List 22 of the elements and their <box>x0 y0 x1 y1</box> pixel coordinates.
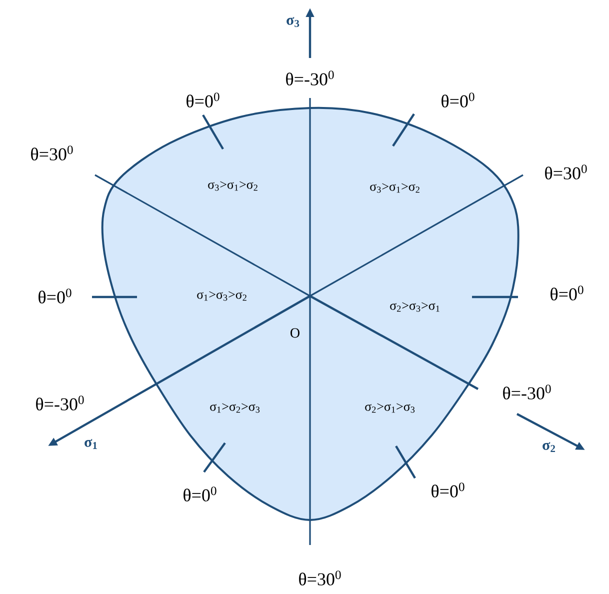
angle-label: θ=0$^{0}$ <box>184 486 216 502</box>
angle-label: θ=-30$^{0}$ <box>286 70 334 86</box>
sector-label: σ$_{3}$>σ$_{1}$>σ$_{2}$ <box>370 183 420 193</box>
axis-label: σ$_{3}$ <box>286 16 300 28</box>
sector-label: σ$_{3}$>σ$_{1}$>σ$_{2}$ <box>208 181 258 191</box>
sector-label: σ$_{2}$>σ$_{1}$>σ$_{3}$ <box>365 403 415 413</box>
angle-label: θ=0$^{0}$ <box>186 92 220 108</box>
angle-label: θ=0$^{0}$ <box>38 288 72 304</box>
angle-label: θ=0$^{0}$ <box>432 482 464 498</box>
angle-label: θ=0$^{0}$ <box>550 286 584 300</box>
axis-label: σ$_{2}$ <box>542 442 556 452</box>
sector-label: σ$_{1}$>σ$_{2}$>σ$_{3}$ <box>210 403 260 413</box>
sector-label: σ$_{1}$>σ$_{3}$>σ$_{2}$ <box>197 291 246 301</box>
angle-label: θ=30$^{0}$ <box>545 164 587 180</box>
sector-label: σ$_{2}$>σ$_{3}$>σ$_{1}$ <box>390 302 440 312</box>
axis-label: σ$_{1}$ <box>84 439 97 449</box>
angle-label: θ=0$^{0}$ <box>442 92 474 108</box>
origin-label: O <box>290 328 300 338</box>
angle-label: θ=-30$^{0}$ <box>503 384 551 400</box>
angle-label: θ=30$^{0}$ <box>299 570 341 586</box>
angle-label: θ=-30$^{0}$ <box>36 396 84 410</box>
angle-label: θ=30$^{0}$ <box>31 146 73 160</box>
